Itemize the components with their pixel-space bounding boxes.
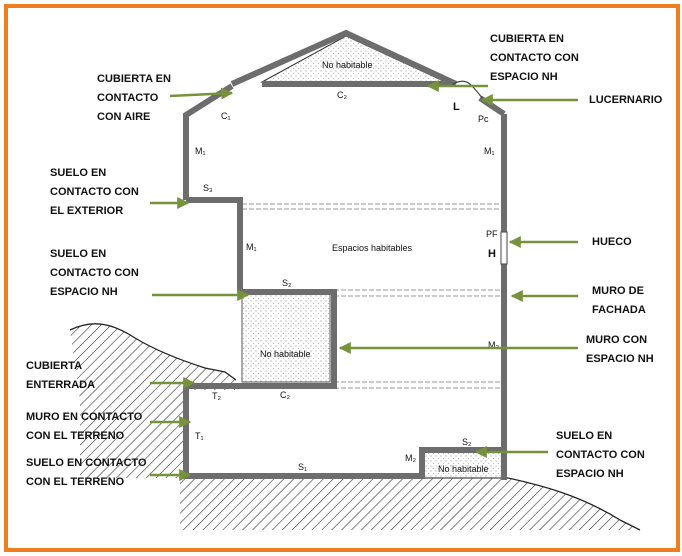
label-suelo-terreno: SUELO EN CONTACTO CON EL TERRENO — [26, 457, 147, 488]
terrain-left — [70, 323, 236, 478]
label-lucernario: LUCERNARIO — [589, 94, 663, 106]
floor-lines — [242, 203, 502, 389]
caption-no-habitable-attic: No habitable — [322, 60, 373, 70]
label-suelo-nh-left: SUELO EN CONTACTO CON ESPACIO NH — [50, 248, 139, 298]
sym-s2-low: S₂ — [462, 437, 472, 447]
sym-m1-mid: M₁ — [246, 242, 257, 252]
sym-pc: Pc — [478, 114, 489, 124]
caption-no-habitable-bottom: No habitable — [438, 464, 489, 474]
sym-l: L — [453, 101, 460, 113]
sym-s2-mid: S₂ — [282, 278, 292, 288]
sym-c1: C₁ — [221, 111, 231, 121]
label-cubierta-enterrada: CUBIERTA ENTERRADA — [26, 360, 96, 391]
sym-c2-low: C₂ — [280, 390, 290, 400]
label-hueco: HUECO — [592, 236, 632, 248]
caption-espacios-habitables: Espacios habitables — [332, 243, 413, 253]
sym-c2-top: C₂ — [337, 90, 347, 100]
orange-frame — [4, 4, 680, 552]
pointer-arrows — [150, 80, 578, 481]
sym-t2: T₂ — [212, 391, 221, 401]
sym-pf: PF — [486, 229, 498, 239]
terrain-right — [180, 478, 640, 530]
sym-m2-low: M₂ — [405, 453, 416, 463]
label-cubierta-nh: CUBIERTA EN CONTACTO CON ESPACIO NH — [490, 33, 579, 83]
label-muro-terreno: MURO EN CONTACTO CON EL TERRENO — [26, 411, 143, 442]
window-opening — [500, 231, 508, 265]
caption-no-habitable-mid: No habitable — [260, 349, 311, 359]
no-habitable-mid-box — [241, 291, 331, 383]
sym-h: H — [488, 248, 496, 260]
sym-t1: T₁ — [195, 431, 204, 441]
label-muro-nh: MURO CON ESPACIO NH — [586, 334, 654, 365]
label-muro-fachada: MURO DE FACHADA — [592, 285, 646, 316]
interior-fill — [188, 87, 506, 474]
sym-s3: S₃ — [203, 183, 213, 193]
sym-m1-left: M₁ — [195, 146, 206, 156]
label-suelo-nh-right: SUELO EN CONTACTO CON ESPACIO NH — [556, 430, 645, 480]
sym-s1: S₁ — [298, 462, 307, 472]
sym-m2-mid: M₂ — [488, 340, 499, 350]
label-suelo-exterior: SUELO EN CONTACTO CON EL EXTERIOR — [50, 167, 139, 217]
skylight — [451, 80, 483, 99]
sym-m1-right: M₁ — [484, 146, 495, 156]
label-cubierta-aire: CUBIERTA EN CONTACTO CON AIRE — [97, 73, 171, 123]
